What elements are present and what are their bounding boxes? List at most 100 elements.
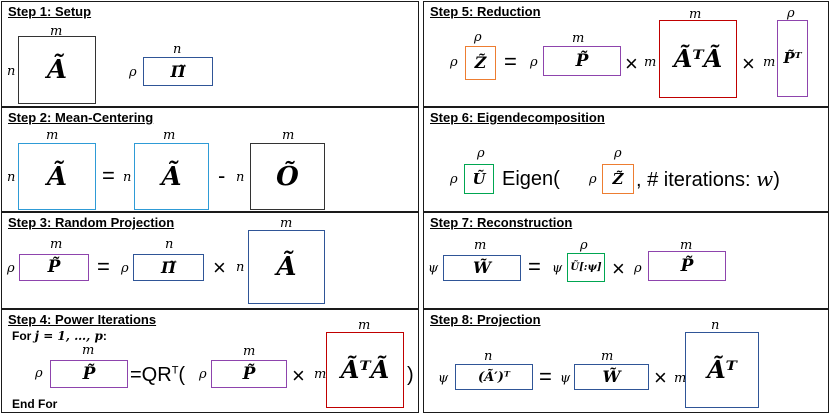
dim-n-label: n: [484, 349, 493, 364]
dim-psi-label: ψ: [560, 371, 571, 386]
dim-m-label: m: [680, 238, 693, 253]
dim-m-label: m: [763, 55, 776, 70]
times-sign: ×: [292, 363, 305, 388]
dim-m-label: m: [46, 128, 59, 143]
step-2-panel: Step 2: Mean-Centering m n Ã = m n Ã - m…: [1, 107, 419, 212]
dim-rho-label: ρ: [477, 146, 485, 161]
dim-m-label: m: [358, 318, 371, 333]
dim-n-label: n: [165, 237, 174, 252]
dim-m-label: m: [282, 128, 295, 143]
qr-expression: =QRT(: [130, 365, 185, 385]
dim-m-label: m: [689, 7, 702, 22]
matrix-ata-box: ÃᵀÃ: [326, 332, 404, 408]
matrix-pt-symbol: P̃ᵀ: [783, 49, 802, 67]
open-paren: (: [178, 364, 186, 386]
dim-n-label: n: [236, 260, 245, 275]
dim-n-label: n: [7, 170, 16, 185]
dim-rho-label: ρ: [580, 238, 588, 253]
dim-m-label: m: [572, 31, 585, 46]
dim-rho-label: ρ: [129, 65, 137, 80]
matrix-a-box: Ã: [248, 230, 325, 304]
qr-superscript: T: [171, 364, 179, 377]
matrix-w-box: W̃: [443, 255, 521, 281]
times-sign: ×: [612, 256, 625, 281]
loop-variable: j = 1, …, p: [34, 329, 103, 343]
step-4-title: Step 4: Power Iterations: [8, 312, 157, 327]
matrix-u-sub-symbol: Ũ[:ψ]: [570, 261, 602, 273]
iterations-variable: w: [756, 167, 774, 191]
dim-rho-label: ρ: [199, 367, 207, 382]
step-2-title: Step 2: Mean-Centering: [8, 110, 154, 125]
matrix-ata-symbol: ÃᵀÃ: [340, 355, 390, 384]
matrix-u-symbol: Ũ: [472, 169, 486, 188]
matrix-pi-box: Π̃: [133, 254, 204, 281]
dim-n-label: n: [173, 42, 182, 57]
dim-rho-label: ρ: [634, 261, 642, 276]
matrix-pi-symbol: Π̃: [160, 257, 177, 277]
matrix-at-symbol: Ãᵀ: [707, 355, 737, 384]
matrix-a-prime-box: (Ã′)ᵀ: [455, 364, 533, 390]
dim-rho-label: ρ: [474, 30, 482, 45]
matrix-p-box: P̃: [19, 254, 89, 281]
matrix-a-symbol: Ã: [161, 161, 182, 192]
dim-rho-label: ρ: [450, 55, 458, 70]
dim-rho-label: ρ: [787, 6, 795, 21]
dim-rho-label: ρ: [35, 366, 43, 381]
matrix-z-symbol: Z̃: [612, 169, 624, 188]
dim-m-label: m: [644, 55, 657, 70]
matrix-a-symbol: Ã: [276, 252, 297, 282]
close-paren: ): [407, 364, 414, 386]
step-5-panel: Step 5: Reduction ρ ρ Z̃ = m ρ P̃ × m m …: [423, 1, 829, 107]
close-paren: ): [773, 169, 780, 191]
dim-m-label: m: [474, 238, 487, 253]
matrix-a-symbol: Ã: [46, 161, 68, 192]
matrix-w-symbol: W̃: [602, 367, 621, 386]
dim-n-label: n: [123, 170, 132, 185]
matrix-ata-symbol: ÃᵀÃ: [673, 44, 723, 73]
times-sign: ×: [654, 365, 667, 390]
matrix-u-sub-box: Ũ[:ψ]: [567, 253, 605, 282]
equals-sign: =: [97, 254, 110, 279]
dim-m-label: m: [50, 24, 63, 39]
matrix-a-box: Ã: [18, 36, 96, 104]
matrix-p-symbol: P̃: [82, 363, 96, 384]
step-8-title: Step 8: Projection: [430, 312, 541, 327]
matrix-z-box: Z̃: [602, 164, 634, 194]
dim-n-label: n: [711, 318, 720, 333]
step-7-panel: Step 7: Reconstruction m ψ W̃ = ρ ψ Ũ[:ψ…: [423, 212, 829, 309]
matrix-pi-box: Π̃: [143, 57, 213, 86]
matrix-ata-box: ÃᵀÃ: [659, 20, 737, 98]
step-4-panel: Step 4: Power Iterations For j = 1, …, p…: [1, 309, 419, 413]
matrix-a-symbol: Ã: [46, 55, 68, 85]
step-3-panel: Step 3: Random Projection m ρ P̃ = n ρ Π…: [1, 212, 419, 309]
equals-sign: =: [102, 163, 115, 188]
matrix-p-box: P̃: [50, 360, 128, 388]
dim-psi-label: ψ: [428, 261, 439, 276]
matrix-u-box: Ũ: [464, 164, 494, 194]
step-5-title: Step 5: Reduction: [430, 4, 541, 19]
dim-n-label: n: [7, 64, 16, 79]
dim-m-label: m: [314, 367, 327, 382]
dim-m-label: m: [601, 349, 614, 364]
matrix-pt-box: P̃ᵀ: [777, 20, 808, 97]
dim-m-label: m: [280, 216, 293, 231]
matrix-o-symbol: Õ: [276, 161, 299, 192]
dim-rho-label: ρ: [7, 261, 15, 276]
equals-sign: =: [528, 254, 541, 279]
dim-rho-label: ρ: [614, 146, 622, 161]
matrix-p-symbol: P̃: [680, 255, 694, 276]
step-6-panel: Step 6: Eigendecomposition ρ ρ Ũ Eigen( …: [423, 107, 829, 212]
step-1-title: Step 1: Setup: [8, 4, 92, 19]
equals-sign: =: [504, 49, 517, 74]
dim-m-label: m: [82, 343, 95, 358]
iterations-label: , # iterations: w): [636, 169, 780, 190]
matrix-pi-symbol: Π̃: [170, 61, 186, 81]
dim-rho-label: ρ: [530, 55, 538, 70]
step-3-title: Step 3: Random Projection: [8, 215, 175, 230]
step-8-panel: Step 8: Projection n ψ (Ã′)ᵀ = m ψ W̃ × …: [423, 309, 829, 413]
times-sign: ×: [742, 51, 755, 76]
dim-m-label: m: [674, 371, 687, 386]
end-for-label: End For: [12, 397, 58, 411]
for-keyword: For: [12, 329, 35, 343]
times-sign: ×: [213, 255, 226, 280]
